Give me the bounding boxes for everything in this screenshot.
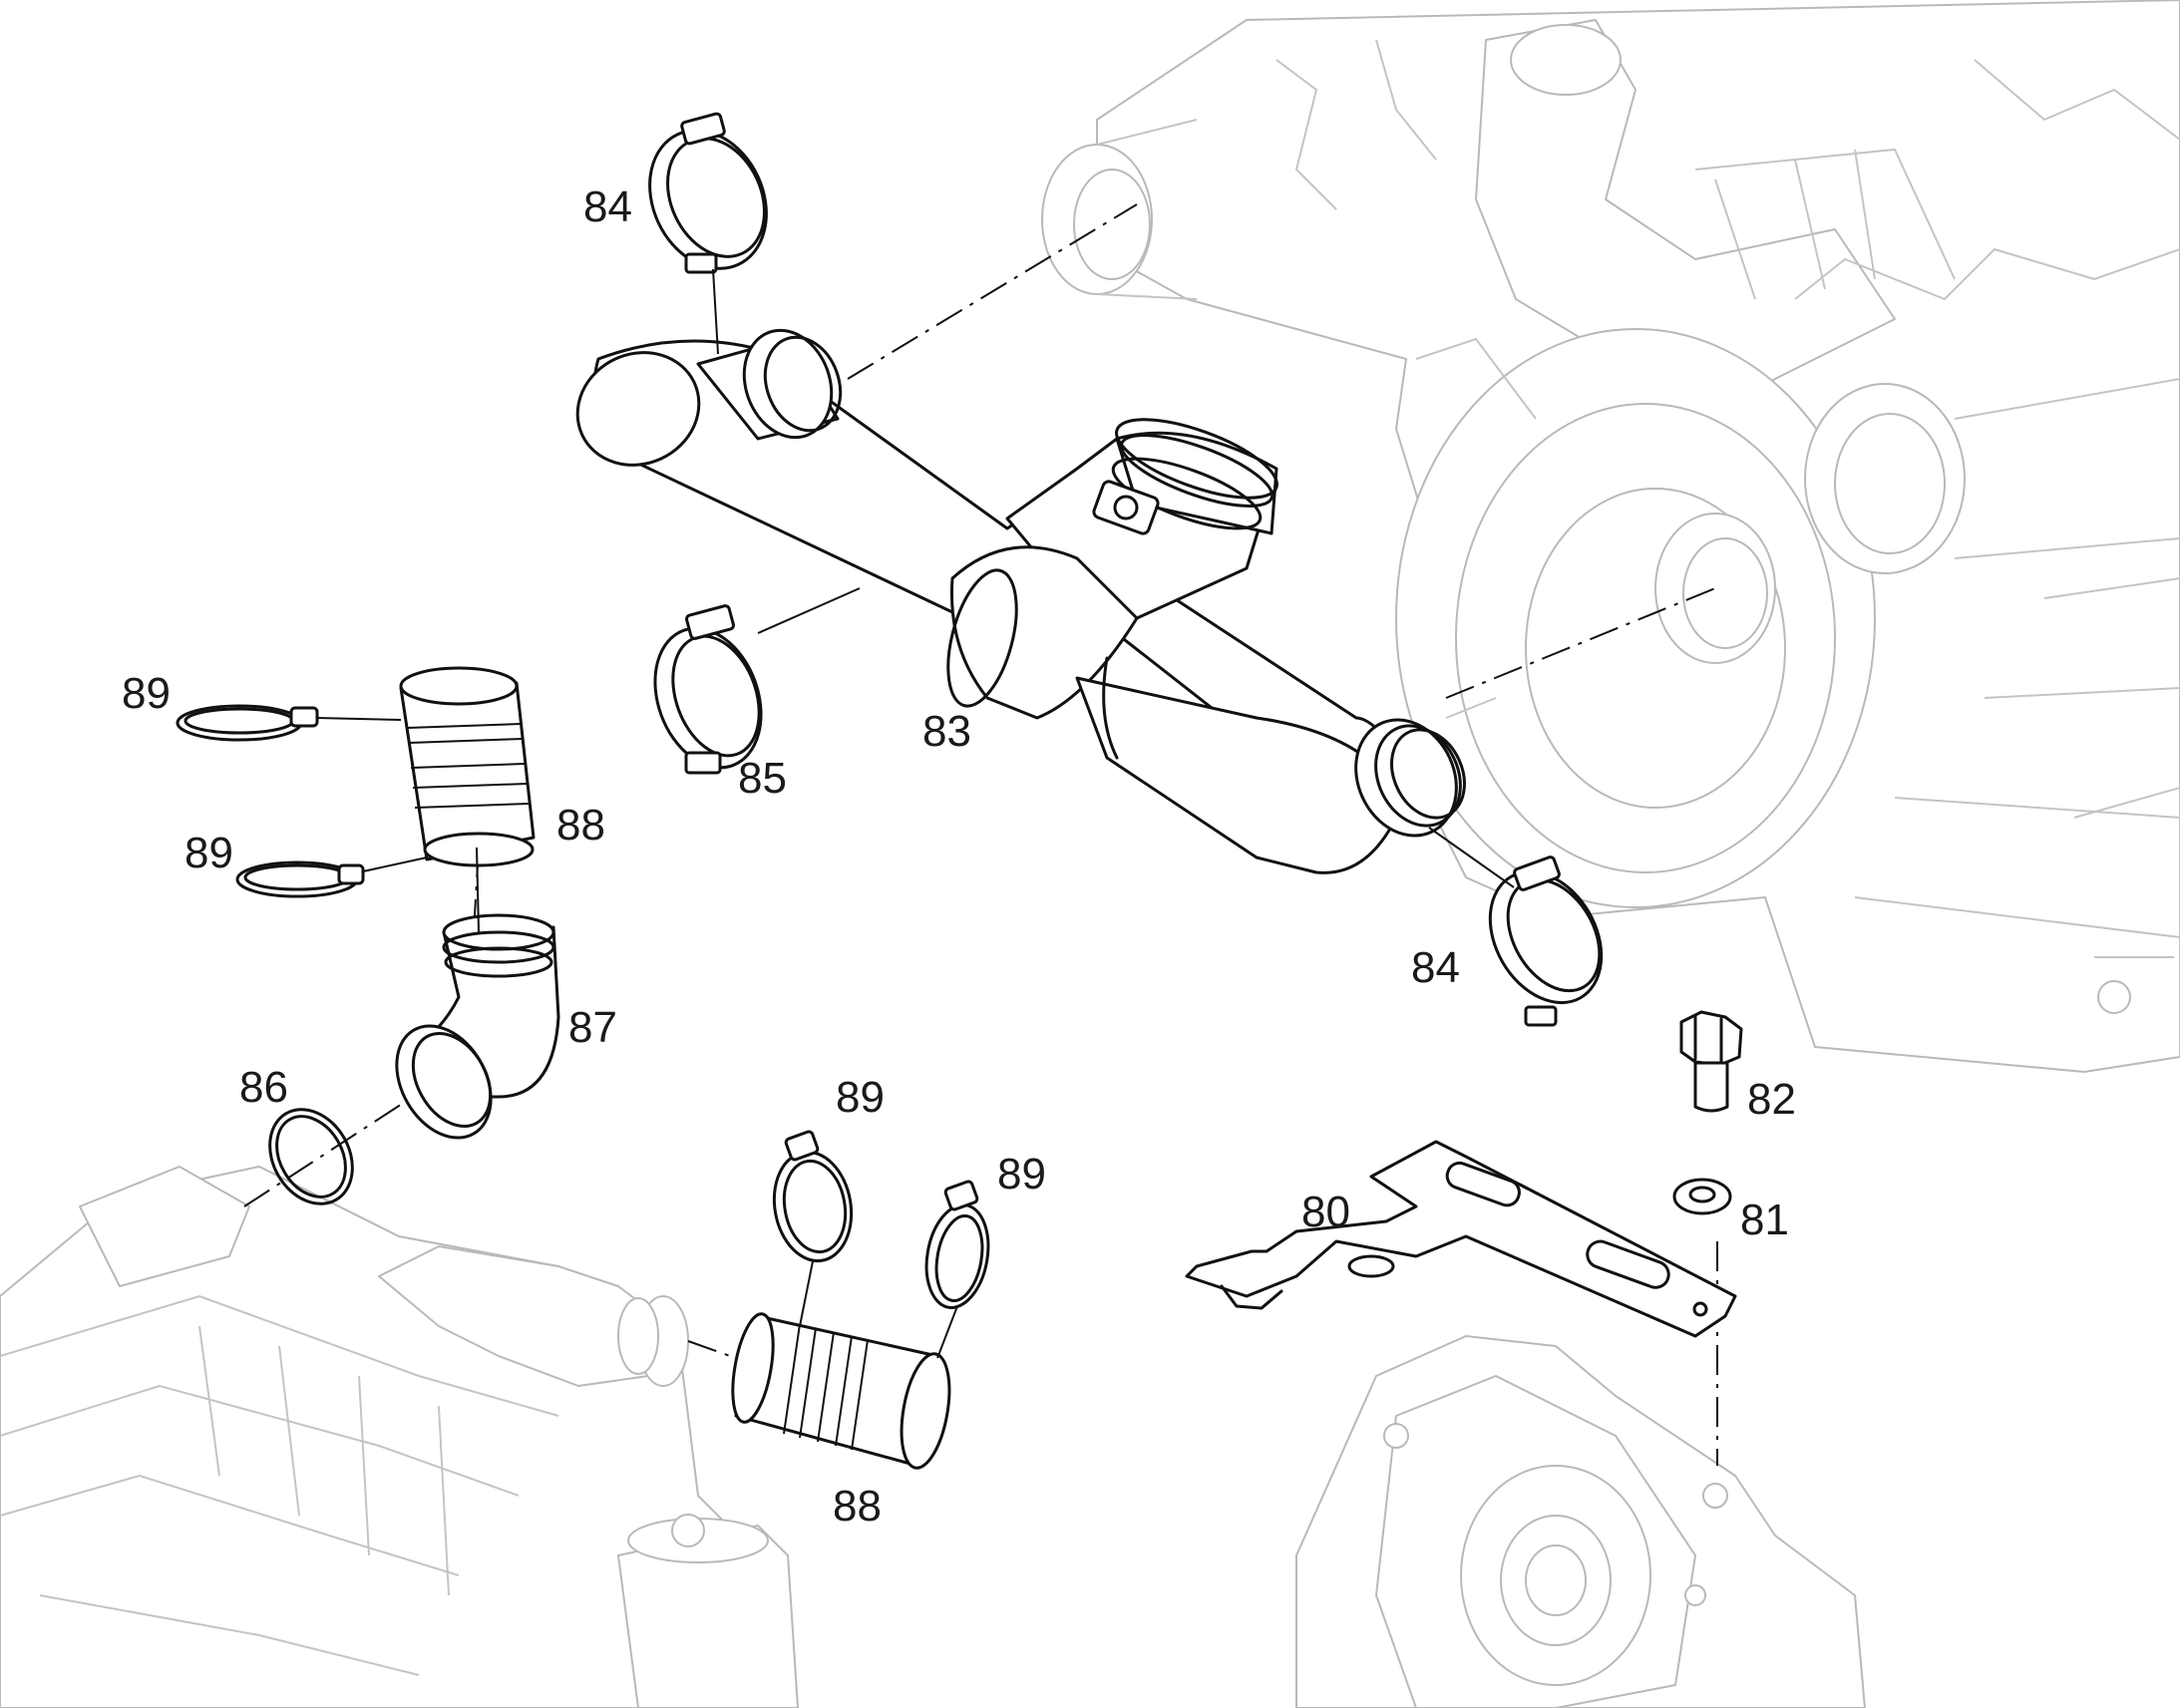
callout-83: 83 bbox=[922, 707, 971, 756]
hose-part-88-left bbox=[399, 666, 536, 867]
transmission-housing bbox=[1295, 1335, 1866, 1708]
callout-84-right: 84 bbox=[1411, 943, 1460, 992]
elbow-part-87 bbox=[395, 913, 560, 1140]
clamp-part-84-right bbox=[1488, 855, 1604, 1027]
callout-86: 86 bbox=[239, 1063, 288, 1112]
engine-block-lower-left bbox=[0, 1166, 799, 1708]
clamp-part-85 bbox=[653, 604, 763, 775]
callout-80: 80 bbox=[1301, 1188, 1350, 1236]
callout-88-bottom: 88 bbox=[833, 1482, 882, 1531]
o-ring-part-86 bbox=[268, 1108, 354, 1205]
bracket-part-80 bbox=[1185, 1140, 1737, 1338]
callout-89-d: 89 bbox=[997, 1150, 1046, 1198]
callout-labels: 80 81 82 83 84 84 85 86 87 88 88 89 89 8… bbox=[122, 182, 1796, 1531]
clamp-part-84-top bbox=[648, 112, 768, 274]
clamp-part-89-a bbox=[176, 704, 402, 742]
callout-89-c: 89 bbox=[836, 1073, 885, 1122]
callout-81: 81 bbox=[1740, 1196, 1789, 1244]
callout-89-a: 89 bbox=[122, 669, 171, 718]
callout-88-left: 88 bbox=[556, 801, 605, 850]
clamp-part-89-d bbox=[924, 1180, 990, 1309]
callout-89-b: 89 bbox=[184, 829, 233, 877]
leader-lines bbox=[476, 268, 1515, 933]
hose-part-88-bottom bbox=[731, 1260, 958, 1470]
washer-part-81 bbox=[1672, 1178, 1732, 1215]
callout-82: 82 bbox=[1747, 1075, 1796, 1124]
engine-block-upper-right bbox=[1041, 0, 2180, 1073]
callout-87: 87 bbox=[568, 1003, 617, 1052]
clamp-part-89-c bbox=[772, 1130, 854, 1263]
y-pipe-part-83 bbox=[575, 328, 1466, 874]
callout-85: 85 bbox=[738, 754, 787, 803]
clamp-part-89-b bbox=[235, 856, 428, 898]
bolt-part-82 bbox=[1679, 1010, 1743, 1113]
callout-84-top: 84 bbox=[583, 182, 632, 231]
